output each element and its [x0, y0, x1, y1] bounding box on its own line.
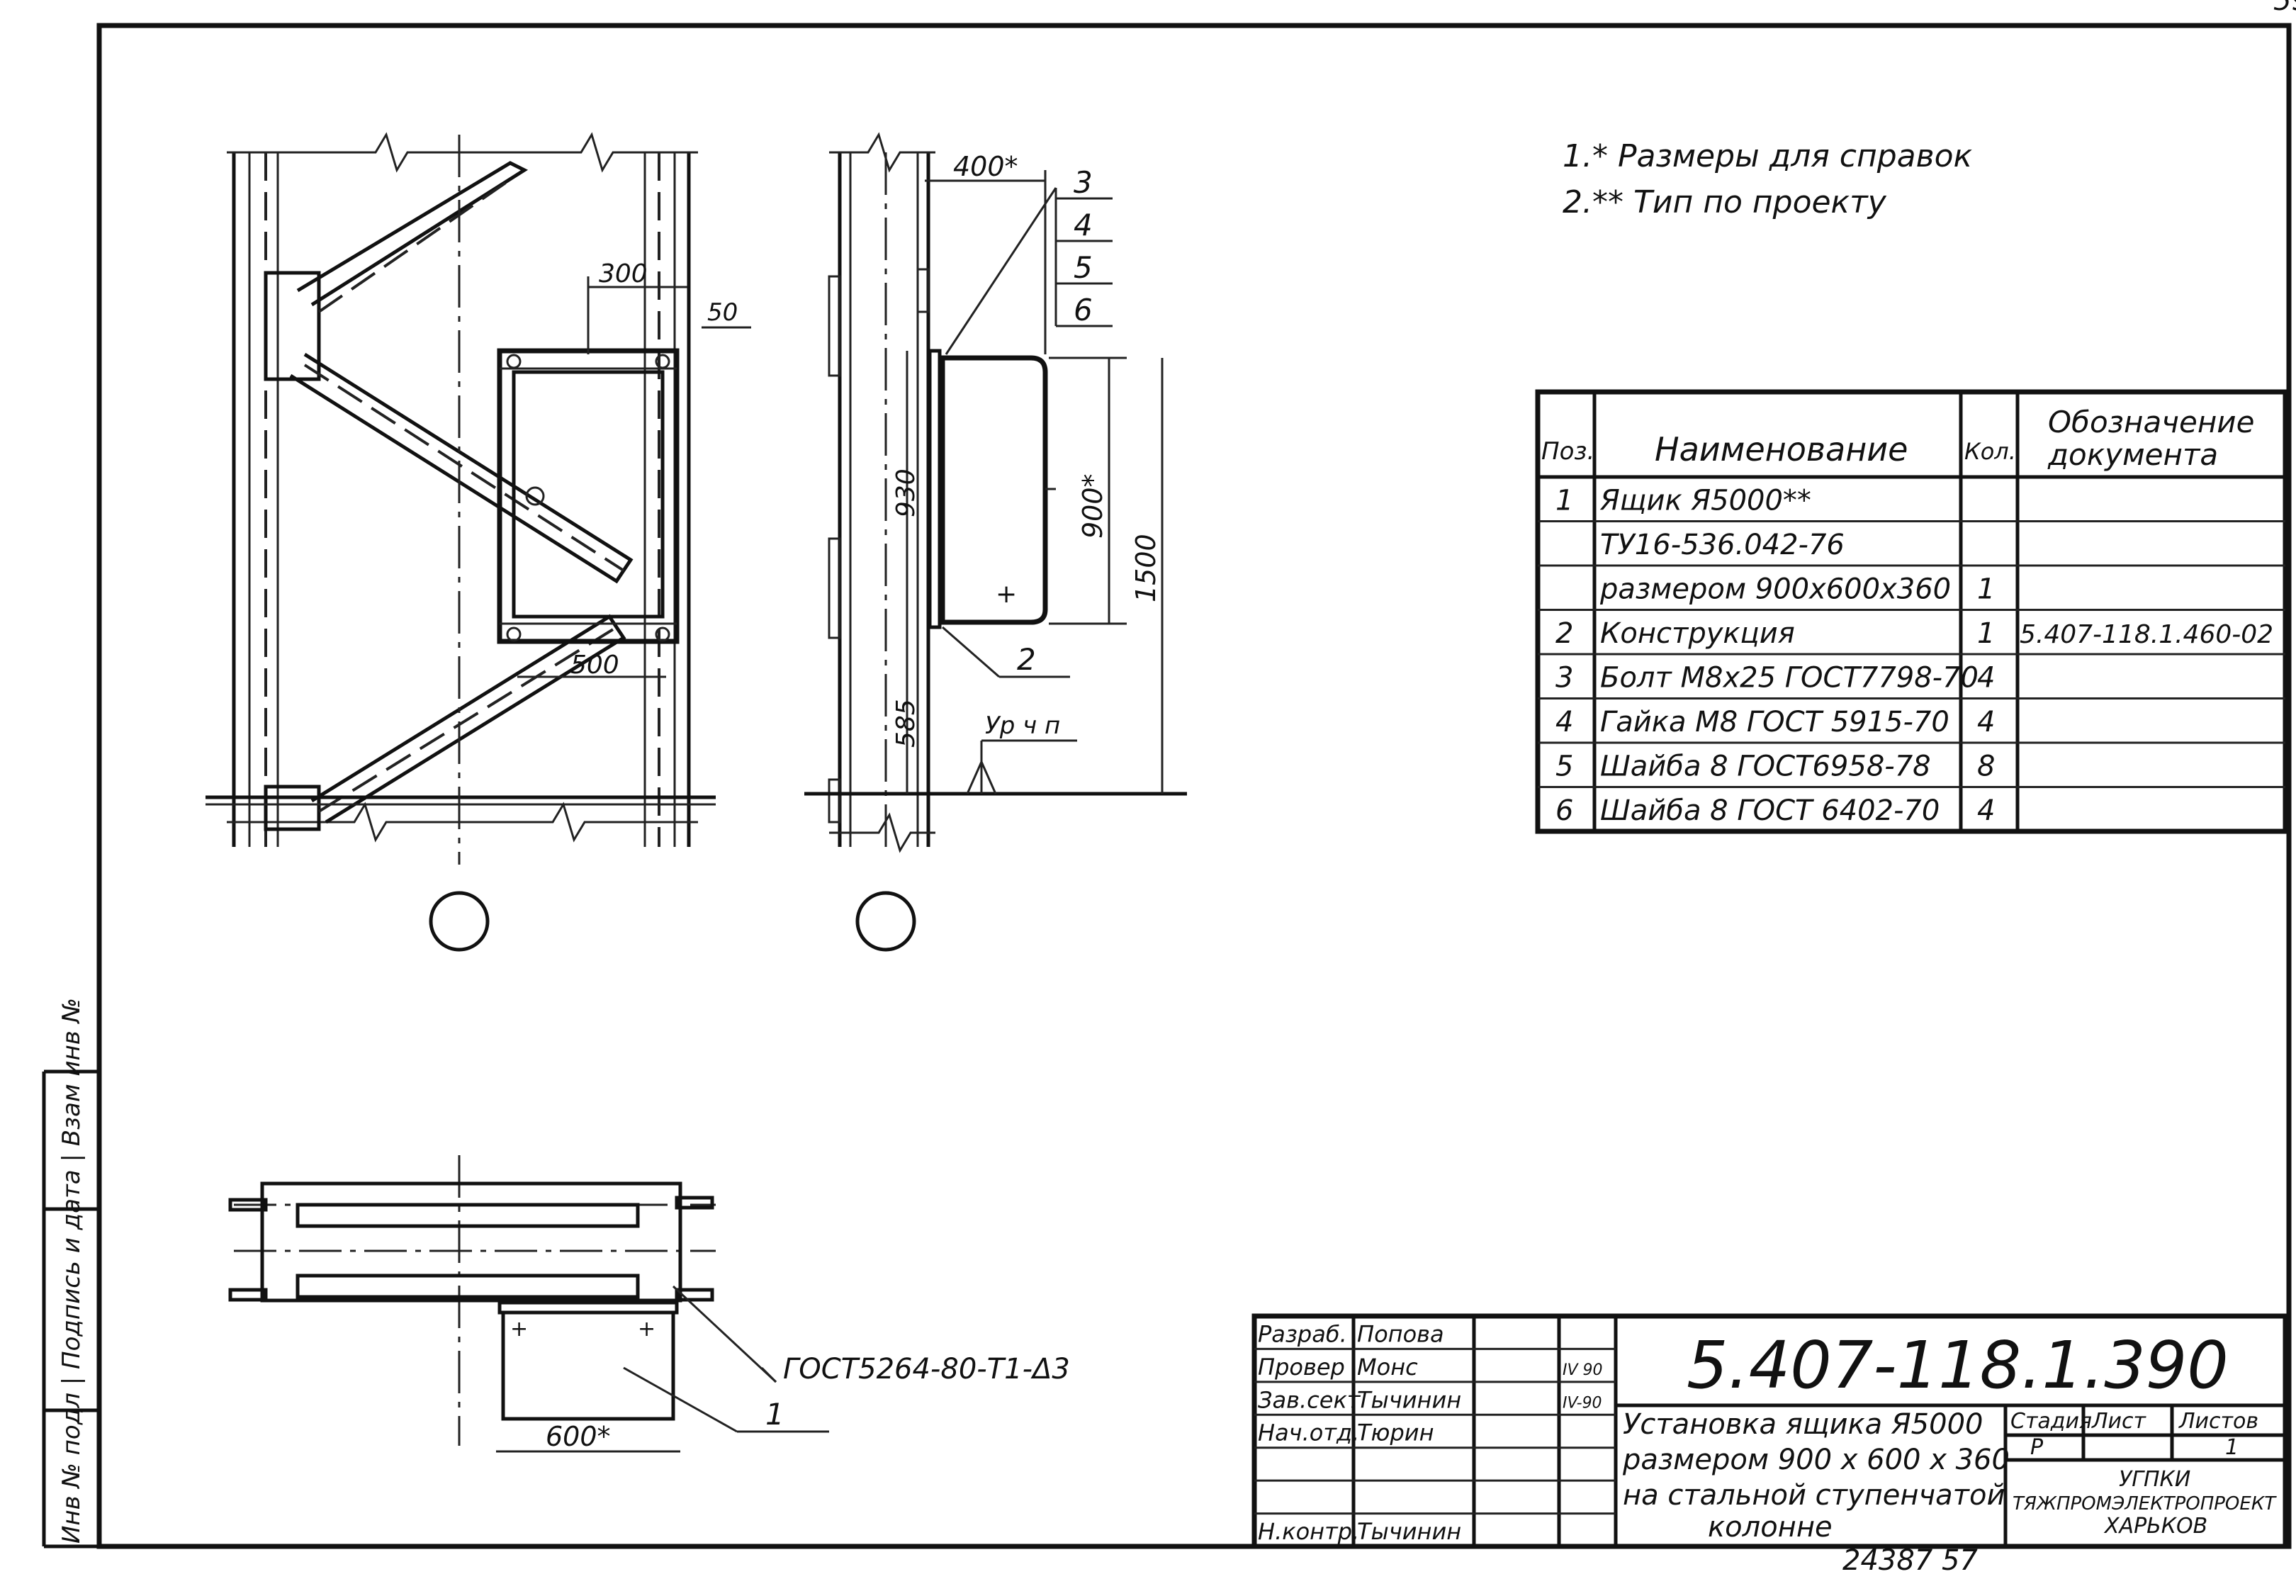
sheets-header: Листов	[2178, 1409, 2258, 1434]
title-line-1: Установка ящика Я5000	[1623, 1408, 1983, 1441]
spec-row-pos: 6	[1555, 794, 1573, 827]
th-name: Наименование	[1655, 430, 1908, 468]
tb-date: IV 90	[1563, 1361, 1603, 1379]
dim-400: 400*	[953, 151, 1018, 182]
tb-name: Попова	[1357, 1320, 1444, 1347]
spec-row-name: Шайба 8 ГОСТ6958-78	[1600, 751, 1931, 783]
spec-row-qty: 1	[1977, 573, 1995, 606]
leader-6: 6	[1074, 293, 1093, 327]
box-plan	[501, 1310, 675, 1421]
leader-1: 1	[765, 1397, 784, 1432]
plan-view: + + 600* ГОСТ5264-80-Т1-Δ3 1	[228, 1155, 1070, 1453]
spec-row-qty: 4	[1977, 706, 1995, 738]
th-qty: Кол.	[1964, 438, 2016, 465]
designation: 5.407-118.1.390	[1687, 1327, 2229, 1403]
spec-row-name: размером 900х600х360	[1599, 573, 1951, 606]
spec-row-name: Гайка М8 ГОСТ 5915-70	[1600, 706, 1949, 738]
axis-bubble	[429, 891, 490, 952]
tb-role: Нач.отд.	[1258, 1420, 1359, 1446]
spec-row-name: Шайба 8 ГОСТ 6402-70	[1600, 794, 1940, 827]
title-line-2: размером 900 х 600 х 360	[1622, 1444, 2010, 1476]
spec-row-name: Ящик Я5000**	[1599, 485, 1811, 517]
title-line-4: колонне	[1708, 1511, 1833, 1544]
spec-row-qty: 4	[1977, 662, 1995, 695]
axis-bubble-2	[855, 891, 916, 952]
th-pos: Поз.	[1541, 437, 1594, 466]
org-line-3: ХАРЬКОВ	[2103, 1514, 2207, 1539]
tb-role: Н.контр.	[1258, 1518, 1359, 1545]
leader-2: 2	[1017, 642, 1036, 677]
spec-row-name: ТУ16-536.042-76	[1600, 529, 1845, 561]
corner-number: 59	[2273, 0, 2296, 17]
sheet-frame	[96, 23, 2292, 1549]
column-elevation: 300 50 500	[206, 132, 751, 952]
svg-text:+: +	[638, 1317, 655, 1342]
dim-500: 500	[570, 651, 619, 680]
dim-900: 900*	[1077, 473, 1108, 539]
dim-600: 600*	[546, 1421, 611, 1452]
spec-row-pos: 3	[1555, 662, 1573, 695]
leader-4: 4	[1074, 208, 1093, 242]
tb-role: Провер	[1258, 1354, 1345, 1381]
spec-row-pos: 5	[1555, 751, 1573, 783]
spec-row-pos: 4	[1555, 706, 1573, 738]
spec-row-qty: 1	[1977, 617, 1995, 650]
tb-role: Разраб.	[1258, 1320, 1347, 1347]
side-stamp: Инв № подл | Подпись и дата | Взам инв №	[42, 998, 99, 1549]
box-side	[940, 355, 1048, 625]
th-doc-1: Обозначение	[2048, 405, 2254, 439]
org-line-1: УГПКИ	[2119, 1467, 2190, 1492]
dim-300: 300	[599, 259, 648, 288]
spec-row-qty: 4	[1977, 794, 1995, 827]
stage-header: Стадия	[2010, 1409, 2092, 1434]
note-2: 2.** Тип по проекту	[1563, 184, 1887, 220]
weld-note: ГОСТ5264-80-Т1-Δ3	[783, 1353, 1070, 1386]
tb-name: Тычинин	[1357, 1518, 1461, 1545]
org-line-2: ТЯЖПРОМЭЛЕКТРОПРОЕКТ	[2013, 1493, 2277, 1514]
leader-3: 3	[1074, 165, 1093, 200]
title-line-3: на стальной ступенчатой	[1623, 1479, 2005, 1512]
spec-row-pos: 1	[1555, 485, 1573, 517]
dim-50: 50	[707, 298, 738, 327]
level-mark: Ур ч п	[985, 712, 1060, 740]
tb-name: Тычинин	[1357, 1386, 1461, 1413]
svg-text:+: +	[510, 1317, 528, 1342]
note-1: 1.* Размеры для справок	[1563, 138, 1972, 174]
column-side-view: + 400* 930 585 900* 1500 Ур ч п 3 4 5 6 …	[804, 132, 1187, 952]
spec-row-name: Конструкция	[1600, 617, 1795, 650]
tb-date: IV-90	[1563, 1394, 1602, 1412]
spec-row-name: Болт М8х25 ГОСТ7798-70	[1600, 662, 1979, 695]
leader-5: 5	[1074, 250, 1093, 285]
side-stamp-text: Инв № подл | Подпись и дата | Взам инв №	[57, 998, 86, 1544]
sheet-header: Лист	[2091, 1409, 2147, 1434]
dim-1500: 1500	[1130, 534, 1161, 602]
spec-row-qty: 8	[1977, 751, 1995, 783]
dim-585: 585	[891, 699, 921, 748]
spec-table: Поз. Наименование Кол. Обозначение докум…	[1535, 389, 2288, 834]
spec-row-pos: 2	[1555, 617, 1573, 650]
footer-numbers: 24387 57	[1842, 1544, 1978, 1577]
sheets-value: 1	[2225, 1435, 2239, 1460]
tb-name: Тюрин	[1357, 1420, 1434, 1446]
th-doc-2: документа	[2047, 437, 2218, 472]
tb-role: Зав.сект	[1258, 1386, 1361, 1413]
tb-name: Монс	[1357, 1354, 1418, 1381]
svg-text:+: +	[996, 580, 1017, 609]
spec-row-doc: 5.407-118.1.460-02	[2020, 620, 2273, 649]
dim-930: 930	[891, 468, 921, 517]
stage-value: Р	[2030, 1435, 2044, 1460]
